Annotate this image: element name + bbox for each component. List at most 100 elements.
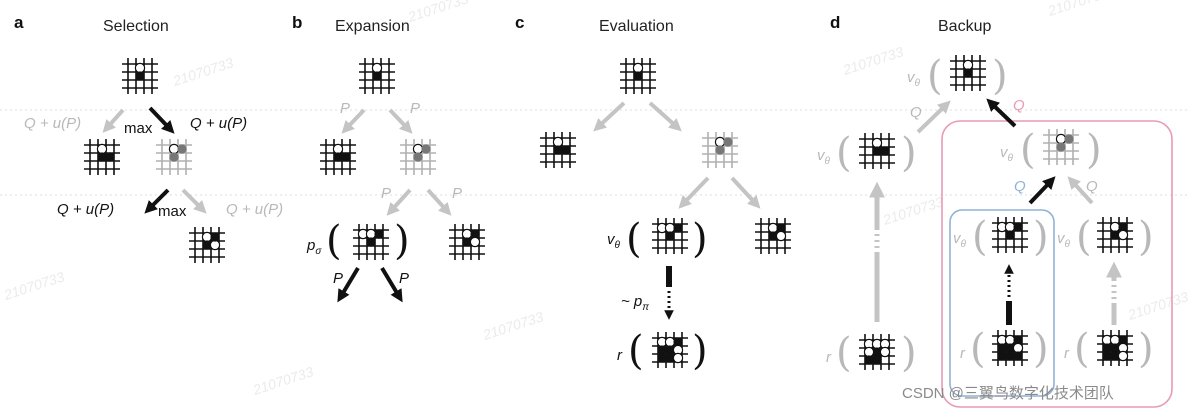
backup-arrow: [1067, 176, 1094, 205]
close-paren: ): [1086, 127, 1102, 173]
close-paren: ): [1138, 214, 1154, 260]
grey-stone: [715, 145, 725, 155]
v-theta-label: vθ: [1000, 144, 1014, 164]
white-stone: [962, 59, 974, 71]
grey-stone: [169, 152, 179, 162]
black-stone: [872, 347, 882, 357]
go-board: [859, 133, 895, 169]
backup-arrow: [916, 100, 951, 134]
white-stone: [1004, 221, 1016, 233]
watermark: 21070733: [1, 268, 66, 303]
black-stone: [1118, 335, 1128, 345]
panel-letter-d: d: [830, 13, 840, 32]
panel-title-expansion: Expansion: [335, 18, 410, 35]
black-stone: [1110, 351, 1120, 361]
black-stone: [657, 345, 667, 355]
edge-label: P: [333, 270, 343, 287]
max-label: max: [124, 120, 153, 137]
v-theta-label: vθ: [817, 147, 831, 167]
black-stone: [776, 223, 786, 233]
footer-credit: CSDN @三翼鸟数字化技术团队: [902, 385, 1114, 402]
black-stone: [1005, 351, 1015, 361]
black-stone: [673, 223, 683, 233]
white-stone: [1055, 133, 1067, 145]
watermark: 21070733: [1125, 288, 1190, 323]
black-stone: [97, 152, 107, 162]
black-stone: [1118, 222, 1128, 232]
backup-subtree-box: [941, 120, 1173, 408]
grey-stone: [1064, 134, 1074, 144]
panel-letter-a: a: [14, 13, 24, 32]
go-board: [755, 218, 791, 254]
black-stone: [341, 152, 351, 162]
white-stone: [201, 231, 213, 243]
backup-arrow: [986, 98, 1017, 128]
black-stone: [1110, 230, 1120, 240]
close-paren: ): [394, 218, 410, 264]
black-stone: [768, 231, 778, 241]
edge-arrow: [648, 101, 682, 132]
go-board: [992, 330, 1028, 366]
white-stone: [209, 239, 221, 251]
black-stone: [657, 353, 667, 363]
black-stone: [872, 355, 882, 365]
close-paren: ): [901, 330, 917, 376]
white-stone: [412, 143, 424, 155]
edge-arrow: [341, 108, 366, 134]
panel-title-evaluation: Evaluation: [599, 18, 674, 35]
go-board: [702, 132, 738, 168]
watermark: 21070733: [840, 43, 905, 78]
panel-title-selection: Selection: [103, 18, 169, 35]
edge-label: P: [452, 185, 462, 202]
black-stone: [372, 71, 382, 81]
backup-arrow: [1028, 176, 1056, 205]
edge-arrow: [380, 266, 403, 303]
rollout-label: ~ pπ: [621, 293, 649, 313]
go-board: [122, 58, 158, 94]
edge-arrow: [102, 108, 125, 133]
black-stone: [105, 152, 115, 162]
close-paren: ): [692, 216, 708, 262]
q-label: Q: [1014, 178, 1026, 195]
black-stone: [1013, 335, 1023, 345]
close-paren: ): [1033, 214, 1049, 260]
v-theta-label: vθ: [907, 69, 921, 89]
edge-arrow: [426, 188, 452, 216]
white-stone: [552, 136, 564, 148]
open-paren: (: [927, 53, 943, 99]
q-label: Q: [1013, 97, 1025, 114]
black-stone: [561, 145, 571, 155]
close-paren: ): [1033, 326, 1049, 372]
open-paren: (: [628, 328, 644, 374]
white-stone: [879, 346, 891, 358]
white-stone: [664, 336, 676, 348]
black-stone: [135, 71, 145, 81]
edge-arrow: [678, 176, 710, 209]
edge-label: P: [399, 270, 409, 287]
close-paren: ): [1138, 326, 1154, 372]
watermark: 21070733: [480, 308, 545, 343]
r-label: r: [1064, 345, 1070, 362]
go-board: [449, 224, 485, 260]
edge-arrow: [730, 176, 761, 209]
v-theta-label: vθ: [1057, 230, 1071, 250]
backup-panel: vθ ( ) Q vθ ( ) r ( ) Q vθ ( ) Q Q vθ ( …: [817, 53, 1173, 408]
close-paren: ): [901, 130, 917, 176]
grey-stone: [413, 152, 423, 162]
black-stone: [1110, 343, 1120, 353]
black-stone: [374, 229, 384, 239]
go-board: [400, 139, 436, 175]
black-stone: [1102, 351, 1112, 361]
watermark: 21070733: [405, 0, 470, 25]
black-stone: [872, 146, 882, 156]
black-stone: [665, 345, 675, 355]
v-theta-label: vθ: [953, 230, 967, 250]
edge-label: Q + u(P): [226, 201, 283, 218]
open-paren: (: [836, 130, 852, 176]
grey-stone: [1056, 142, 1066, 152]
edge-arrow: [337, 266, 360, 303]
white-stone: [332, 143, 344, 155]
open-paren: (: [972, 214, 988, 260]
black-stone: [864, 355, 874, 365]
black-stone: [633, 71, 643, 81]
